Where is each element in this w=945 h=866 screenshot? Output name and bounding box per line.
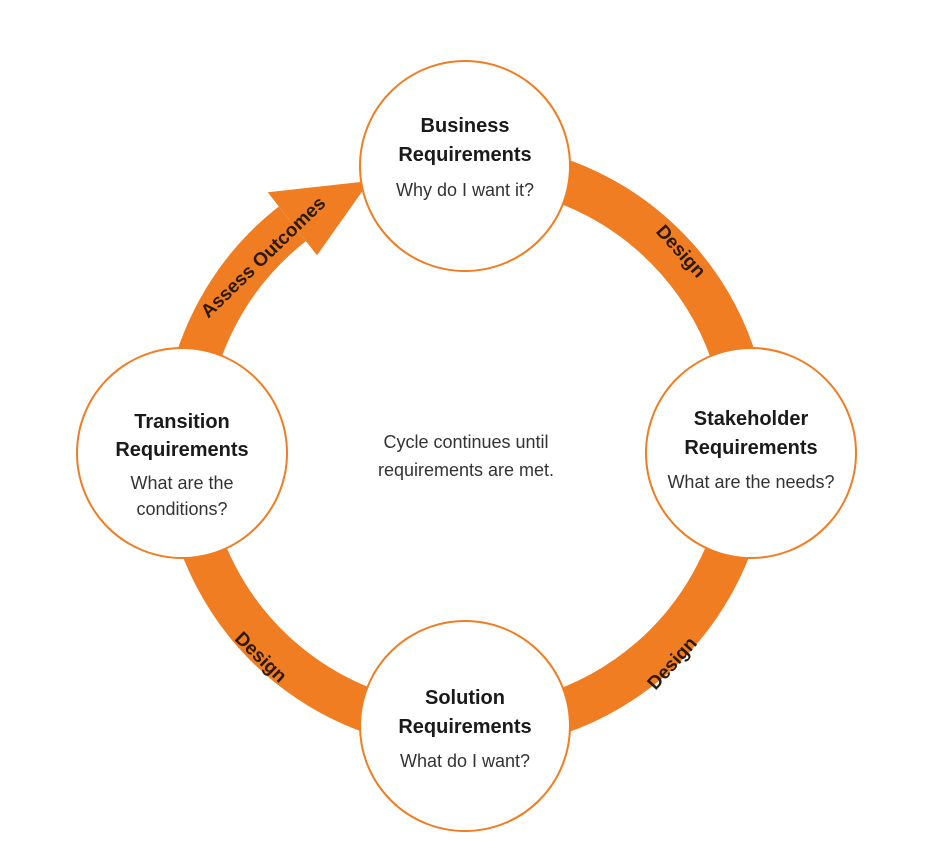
- center-caption-line-2: requirements are met.: [378, 460, 554, 480]
- node-stakeholder-requirements: Stakeholder Requirements What are the ne…: [645, 347, 857, 559]
- node-question: What are the: [130, 473, 233, 493]
- node-title: Requirements: [115, 439, 248, 461]
- node-transition-requirements: Transition Requirements What are the con…: [76, 347, 288, 559]
- node-question: What are the needs?: [667, 472, 834, 492]
- node-title: Solution: [425, 687, 505, 709]
- node-circle: [76, 347, 288, 559]
- node-question: Why do I want it?: [396, 180, 534, 200]
- node-business-requirements: Business Requirements Why do I want it?: [359, 60, 571, 272]
- ring-segment-main: [162, 142, 770, 750]
- node-title: Requirements: [398, 716, 531, 738]
- node-question: conditions?: [136, 499, 227, 519]
- assess-arrowhead-icon: [267, 181, 370, 256]
- node-circle: [359, 620, 571, 832]
- node-title: Transition: [134, 411, 230, 433]
- node-title: Stakeholder: [694, 408, 809, 430]
- node-circle: [359, 60, 571, 272]
- center-caption-line-1: Cycle continues until: [383, 432, 548, 452]
- node-question: What do I want?: [400, 751, 530, 771]
- node-circle: [645, 347, 857, 559]
- node-solution-requirements: Solution Requirements What do I want?: [359, 620, 571, 832]
- node-title: Requirements: [684, 437, 817, 459]
- node-title: Business: [421, 115, 510, 137]
- node-title: Requirements: [398, 144, 531, 166]
- arc-label-assess-outcomes: Assess Outcomes: [197, 193, 330, 323]
